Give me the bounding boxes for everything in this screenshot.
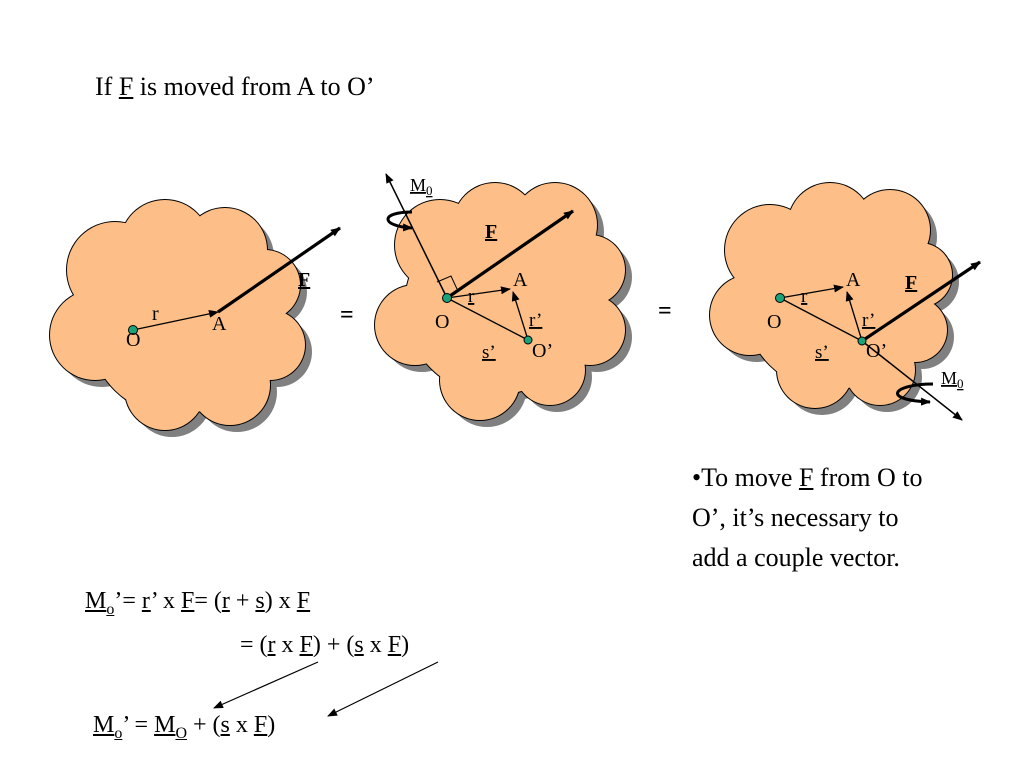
equals-sign-2: = <box>658 298 672 324</box>
note-line-3: add a couple vector. <box>692 543 900 572</box>
d3-label-s-prime: s’ <box>815 342 829 363</box>
d2-r-prime-vector <box>511 291 529 341</box>
eq-arrow-left <box>213 661 319 709</box>
d3-label-a: A <box>846 269 861 291</box>
d1-label-f: F <box>298 269 310 291</box>
cloud-1 <box>49 199 312 437</box>
d2-s-prime-vector <box>446 297 529 341</box>
d2-label-s-prime: s’ <box>482 342 496 363</box>
d3-r-vector <box>779 284 844 299</box>
d1-label-r: r <box>152 303 159 325</box>
eq-arrow-right <box>327 661 439 717</box>
note-line-2: O’, it’s necessary to <box>692 503 899 532</box>
d3-s-prime-vector <box>779 297 863 342</box>
d2-point-o <box>442 293 452 303</box>
d1-label-o: O <box>126 329 140 351</box>
equation-2: = (r x F) + (s x F) <box>240 632 410 658</box>
d2-point-o-prime <box>523 335 533 345</box>
d3-label-m0: M0 <box>941 368 964 391</box>
d3-label-f: F <box>905 272 917 294</box>
d2-moment-axis <box>385 173 448 299</box>
d3-force-vector <box>861 260 981 343</box>
equation-1: Mo’= r’ x F= (r + s) x F <box>85 588 311 618</box>
equals-sign-1: = <box>340 302 354 328</box>
cloud-3 <box>709 182 959 415</box>
cloud-2 <box>374 182 632 427</box>
d1-label-a: A <box>212 313 227 335</box>
d3-moment-axis <box>861 340 963 421</box>
d2-couple-arrow-icon <box>386 210 413 232</box>
d2-r-vector <box>446 286 511 299</box>
d3-label-o-prime: O’ <box>866 340 887 362</box>
d3-label-o: O <box>767 311 781 333</box>
d2-label-r: r <box>468 286 475 307</box>
d3-point-o-prime <box>857 336 867 346</box>
d3-label-r-prime: r’ <box>862 310 875 331</box>
d2-right-angle <box>436 275 458 290</box>
d2-label-o-prime: O’ <box>532 340 553 362</box>
d3-r-prime-vector <box>845 291 863 342</box>
d3-point-o <box>775 293 785 303</box>
d2-label-a: A <box>513 269 528 291</box>
equation-3: Mo’ = MO + (s x F) <box>93 712 276 742</box>
note-text: •To move F from O to O’, it’s necessary … <box>692 458 1012 578</box>
d1-force-vector <box>217 226 341 314</box>
d3-label-r: r <box>801 286 808 307</box>
slide-title: If F is moved from A to O’ <box>95 72 375 101</box>
d2-force-vector <box>446 209 574 300</box>
d2-label-r-prime: r’ <box>529 310 542 331</box>
d2-label-o: O <box>435 311 449 333</box>
note-line-1: •To move F from O to <box>692 463 923 492</box>
d1-r-vector <box>132 309 219 331</box>
d3-couple-arrow-icon <box>895 382 934 406</box>
d1-point-o <box>128 325 138 335</box>
d2-label-m0: M0 <box>410 175 433 198</box>
d2-label-f: F <box>485 221 497 243</box>
